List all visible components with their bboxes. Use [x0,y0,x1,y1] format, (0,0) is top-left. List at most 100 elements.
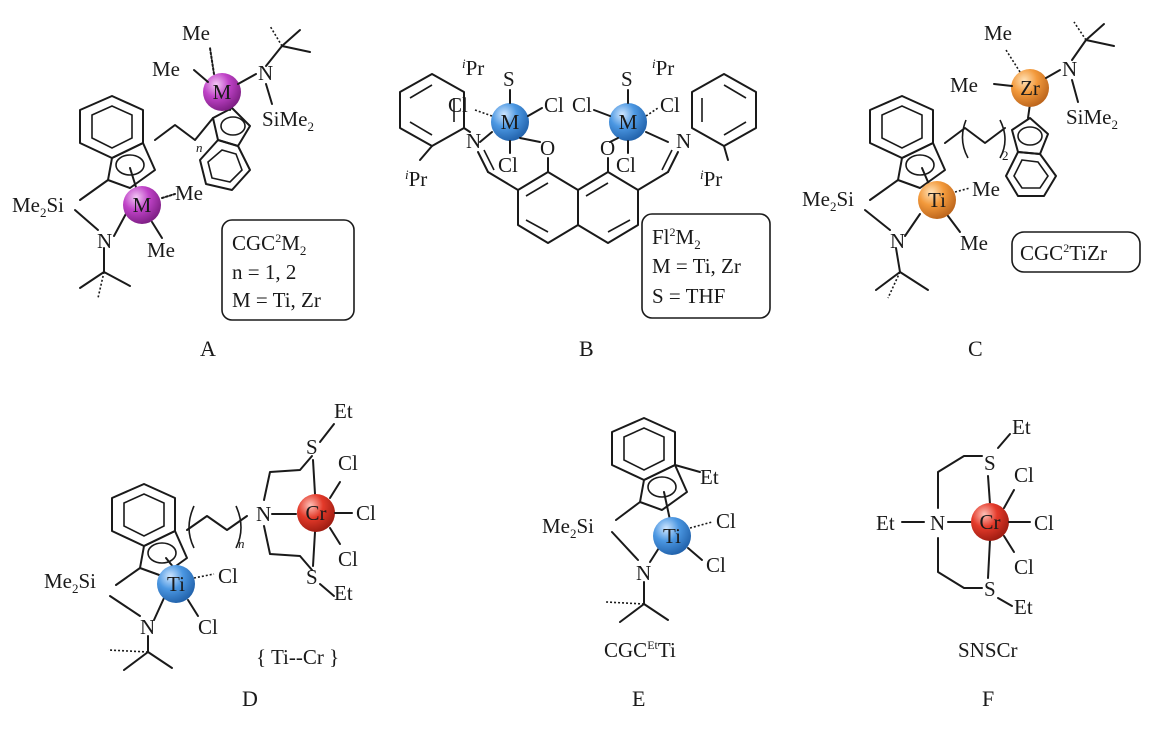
caption-e: E [632,686,645,711]
me-label: Me [182,21,210,45]
n-label: N [256,502,271,526]
compound-f: Et N S S Et Et Cr Cl Cl Cl SNSCr F [876,415,1054,711]
cl-label: Cl [716,509,736,533]
et-label: Et [334,399,353,423]
metal-sphere-b-left [491,103,529,141]
box-b-line3: S = THF [652,284,725,308]
n-label: N [97,229,112,253]
o-label: O [540,136,555,160]
cl-label: Cl [616,153,636,177]
box-c-label: CGC2TiZr [1020,241,1107,265]
n-label: N [1062,57,1077,81]
cl-label: Cl [198,615,218,639]
compound-e-name: CGCEtTi [604,638,676,662]
et-label: Et [334,581,353,605]
cl-label: Cl [498,153,518,177]
et-label: Et [1012,415,1031,439]
me2si-label: Me2Si [542,514,594,541]
metal-label: Ti [167,572,185,596]
metal-sphere-b-right [609,103,647,141]
me-label: Me [950,73,978,97]
compound-d: Ti Cl Cl Me2Si N n N S S Et Et Cr Cl Cl … [44,399,376,711]
caption-f: F [982,686,994,711]
compound-e: Et Ti Cl Cl Me2Si N CGCEtTi E [542,417,736,711]
me2si-label: Me2Si [44,569,96,596]
metal-label: M [213,80,232,104]
n-label: N [466,129,481,153]
et-label: Et [700,465,719,489]
n-label: N [676,129,691,153]
metal-sphere-d-cr [297,494,335,532]
cl-label: Cl [660,93,680,117]
me2si-label: Me2Si [12,193,64,220]
s-label: S [503,67,515,91]
metal-sphere-a-bottom [123,186,161,224]
box-b-line2: M = Ti, Zr [652,254,741,278]
cl-label: Cl [1014,555,1034,579]
cl-label: Cl [448,93,468,117]
caption-b: B [579,336,594,361]
me-label: Me [175,181,203,205]
metal-sphere-c-ti [918,181,956,219]
cl-label: Cl [338,547,358,571]
n-subscript: n [196,140,203,155]
me-label: Me [972,177,1000,201]
ipr-label: iPr [462,56,484,80]
cl-label: Cl [572,93,592,117]
compound-a: M Me Me Me2Si N n M Me Me N SiMe2 CGC2M2… [12,21,355,361]
sime2-label: SiMe2 [262,107,314,134]
caption-d: D [242,686,258,711]
n-label: N [140,615,155,639]
metal-label: Zr [1020,76,1040,100]
legend-box-a [221,219,355,321]
s-label: S [984,451,996,475]
n-label: N [258,61,273,85]
metal-label: Ti [663,524,681,548]
me-label: Me [960,231,988,255]
metal-label: Ti [928,188,946,212]
cl-label: Cl [218,564,238,588]
s-label: S [306,565,318,589]
metal-sphere-d-ti [157,565,195,603]
metal-label: M [501,110,520,134]
cl-label: Cl [544,93,564,117]
legend-box-b [641,213,771,319]
s-label: S [306,435,318,459]
et-label: Et [1014,595,1033,619]
cl-label: Cl [356,501,376,525]
caption-a: A [200,336,216,361]
cl-label: Cl [706,553,726,577]
box-b-line1: Fl2M2 [652,225,701,252]
box-a-line3: M = Ti, Zr [232,288,321,312]
legend-box-c [1011,231,1141,273]
metal-sphere-c-zr [1011,69,1049,107]
metal-sphere-a-top [203,73,241,111]
metal-label: M [619,110,638,134]
me-label: Me [152,57,180,81]
n-label: N [636,561,651,585]
ipr-label: iPr [405,167,427,191]
caption-c: C [968,336,983,361]
box-a-line2: n = 1, 2 [232,260,296,284]
me2si-label: Me2Si [802,187,854,214]
metal-label: Cr [306,501,327,525]
box-a-line1: CGC2M2 [232,231,306,258]
sime2-label: SiMe2 [1066,105,1118,132]
ipr-label: iPr [652,56,674,80]
me-label: Me [147,238,175,262]
ti-cr-brace-label: { Ti--Cr } [256,645,339,669]
metal-label: Cr [980,510,1001,534]
compound-b: O O N N iPr iPr iPr iPr M M S C [399,56,771,361]
cl-label: Cl [1034,511,1054,535]
subscript-2: 2 [1002,148,1009,163]
metal-sphere-f-cr [971,503,1009,541]
et-label: Et [876,511,895,535]
ipr-label: iPr [700,167,722,191]
compound-c: Ti Me Me Me2Si N 2 Zr Me Me N SiMe2 CGC2… [802,21,1141,361]
cl-label: Cl [338,451,358,475]
me-label: Me [984,21,1012,45]
metal-sphere-e-ti [653,517,691,555]
cl-label: Cl [1014,463,1034,487]
n-subscript: n [238,536,245,551]
